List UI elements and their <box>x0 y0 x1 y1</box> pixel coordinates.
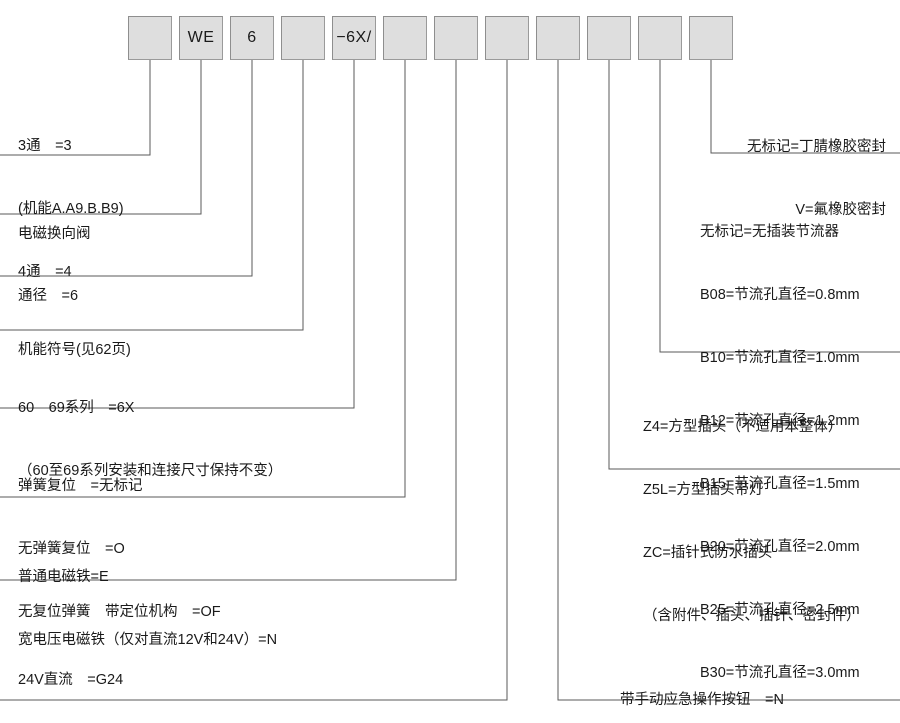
code-box-10[interactable] <box>587 16 631 60</box>
code-box-11[interactable] <box>638 16 682 60</box>
callout-connector: Z4=方型插头（不适用本整体） Z5L=方型插头带灯 ZC=插针式防水插头 （含… <box>643 419 861 624</box>
callout-spring-return: 弹簧复位 =无标记 无弹簧复位 =O 无复位弹簧 带定位机构 =OF <box>18 478 221 620</box>
code-box-7[interactable] <box>434 16 478 60</box>
code-box-5[interactable]: −6X/ <box>332 16 376 60</box>
code-box-12[interactable] <box>689 16 733 60</box>
callout-series: 60 69系列 =6X （60至69系列安装和连接尺寸保持不变） <box>18 400 283 479</box>
code-box-3[interactable]: 6 <box>230 16 274 60</box>
callout-manual-override: 带手动应急操作按钮 =N <box>620 692 784 708</box>
callout-nominal-size: 通径 =6 <box>18 288 79 304</box>
code-box-2[interactable]: WE <box>179 16 223 60</box>
callout-voltage: 24V直流 =G24 220V交流.50Hz =W220−50 220V交流本整… <box>18 672 124 688</box>
code-box-6[interactable] <box>383 16 427 60</box>
callout-valve-type: 电磁换向阀 <box>18 226 91 242</box>
callout-seal-material: 无标记=丁腈橡胶密封 V=氟橡胶密封 <box>747 139 886 218</box>
callout-function-symbol: 机能符号(见62页) <box>18 342 131 358</box>
callout-solenoid-type: 普通电磁铁=E 宽电压电磁铁（仅对直流12V和24V）=N <box>18 569 278 648</box>
code-box-1[interactable] <box>128 16 172 60</box>
code-box-8[interactable] <box>485 16 529 60</box>
callout-ports: 3通 =3 (机能A.A9.B.B9) 4通 =4 <box>18 138 124 280</box>
callout-throttle-insert: 无标记=无插装节流器 B08=节流孔直径=0.8mm B10=节流孔直径=1.0… <box>700 224 860 681</box>
code-box-4[interactable] <box>281 16 325 60</box>
code-box-9[interactable] <box>536 16 580 60</box>
